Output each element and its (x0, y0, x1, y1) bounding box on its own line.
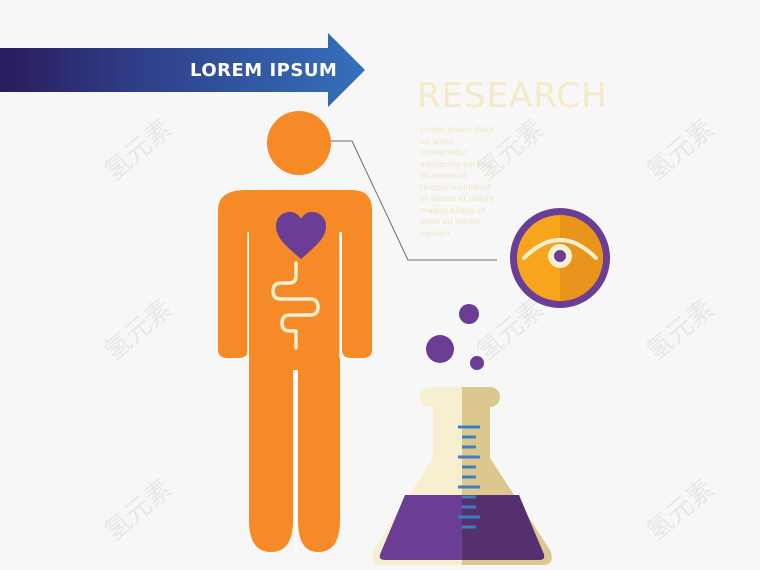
human-figure-icon (218, 111, 372, 552)
heart-icon (276, 212, 326, 259)
flask-icon (372, 387, 552, 565)
connector-line (312, 140, 497, 261)
intestine-icon (271, 261, 320, 350)
banner-arrow (0, 33, 365, 107)
bubble-icon (426, 304, 484, 370)
research-title: RESEARCH (417, 76, 608, 116)
research-body-text: Lorem ipsum dolor sit amet consectetur a… (420, 125, 495, 238)
banner-label: LOREM IPSUM (190, 60, 338, 81)
eye-icon (510, 208, 610, 308)
